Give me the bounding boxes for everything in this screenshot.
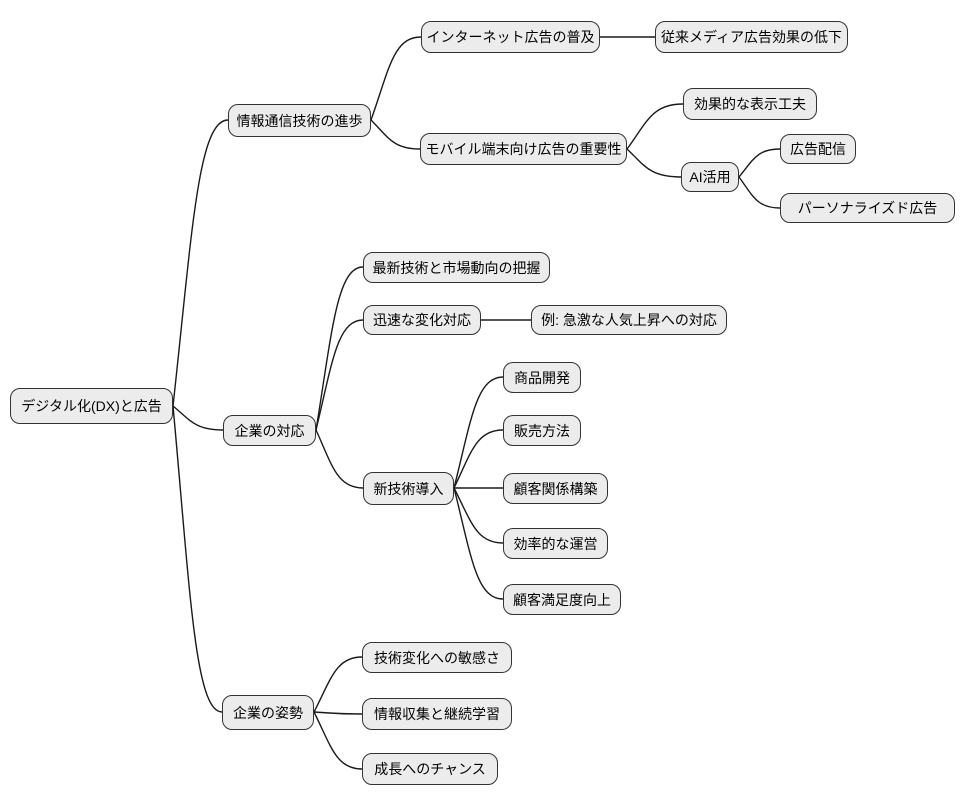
node-customer-satisfaction: 顧客満足度向上 [503, 584, 621, 615]
edge-response-to-market-grasp [315, 266, 364, 431]
edge-root-to-corporate-response [172, 405, 224, 431]
edge-ict-to-mobile-ad-importance [370, 119, 421, 150]
node-rapid-change-response: 迅速な変化対応 [363, 305, 481, 335]
node-mobile-ad-importance: モバイル端末向け広告の重要性 [420, 133, 627, 165]
node-customer-relations: 顧客関係構築 [503, 473, 608, 504]
node-internet-ad-spread: インターネット広告の普及 [421, 21, 600, 53]
edge-attitude-to-tech-sensitivity [313, 656, 363, 713]
node-digitalization-dx-advertising: デジタル化(DX)と広告 [10, 388, 173, 424]
node-growth-opportunity: 成長へのチャンス [362, 753, 498, 785]
node-corporate-attitude: 企業の姿勢 [222, 695, 314, 730]
node-corporate-response: 企業の対応 [223, 415, 316, 446]
node-product-development: 商品開発 [503, 362, 581, 393]
edge-ai-to-personalized-ads [738, 176, 781, 209]
node-tech-change-sensitivity: 技術変化への敏感さ [362, 642, 512, 673]
node-example-popularity-surge: 例: 急激な人気上昇への対応 [531, 305, 727, 335]
node-efficient-operations: 効率的な運営 [503, 528, 608, 559]
node-info-gathering-learning: 情報収集と継続学習 [362, 698, 512, 730]
node-ai-utilization: AI活用 [681, 162, 739, 192]
edge-new-tech-to-efficient-ops [453, 487, 504, 544]
node-effective-display: 効果的な表示工夫 [683, 88, 817, 120]
edge-new-tech-to-product-dev [453, 376, 504, 489]
edge-mobile-to-ai-utilization [626, 148, 682, 178]
node-latest-tech-market-grasp: 最新技術と市場動向の把握 [363, 252, 550, 283]
edge-new-tech-to-sales-methods [453, 429, 504, 489]
edge-attitude-to-growth-opportunity [313, 711, 363, 770]
node-ad-delivery: 広告配信 [780, 134, 856, 164]
node-ict-progress: 情報通信技術の進歩 [228, 104, 371, 137]
edge-attitude-to-info-gathering [313, 711, 363, 715]
edge-ict-to-internet-ad-spread [370, 36, 422, 121]
node-traditional-media-effect-decline: 従来メディア広告効果の低下 [655, 21, 848, 53]
edge-root-to-corporate-attitude [172, 405, 223, 713]
node-personalized-ads: パーソナライズド広告 [780, 193, 955, 223]
node-sales-methods: 販売方法 [503, 415, 581, 446]
edge-response-to-rapid-change [315, 319, 364, 431]
edge-ai-to-ad-delivery [738, 148, 781, 178]
node-new-tech-adoption: 新技術導入 [363, 472, 454, 505]
edge-response-to-new-tech [315, 429, 364, 489]
edge-new-tech-to-satisfaction [453, 487, 504, 600]
edge-root-to-ict-progress [172, 119, 229, 407]
edge-mobile-to-effective-display [626, 103, 684, 150]
